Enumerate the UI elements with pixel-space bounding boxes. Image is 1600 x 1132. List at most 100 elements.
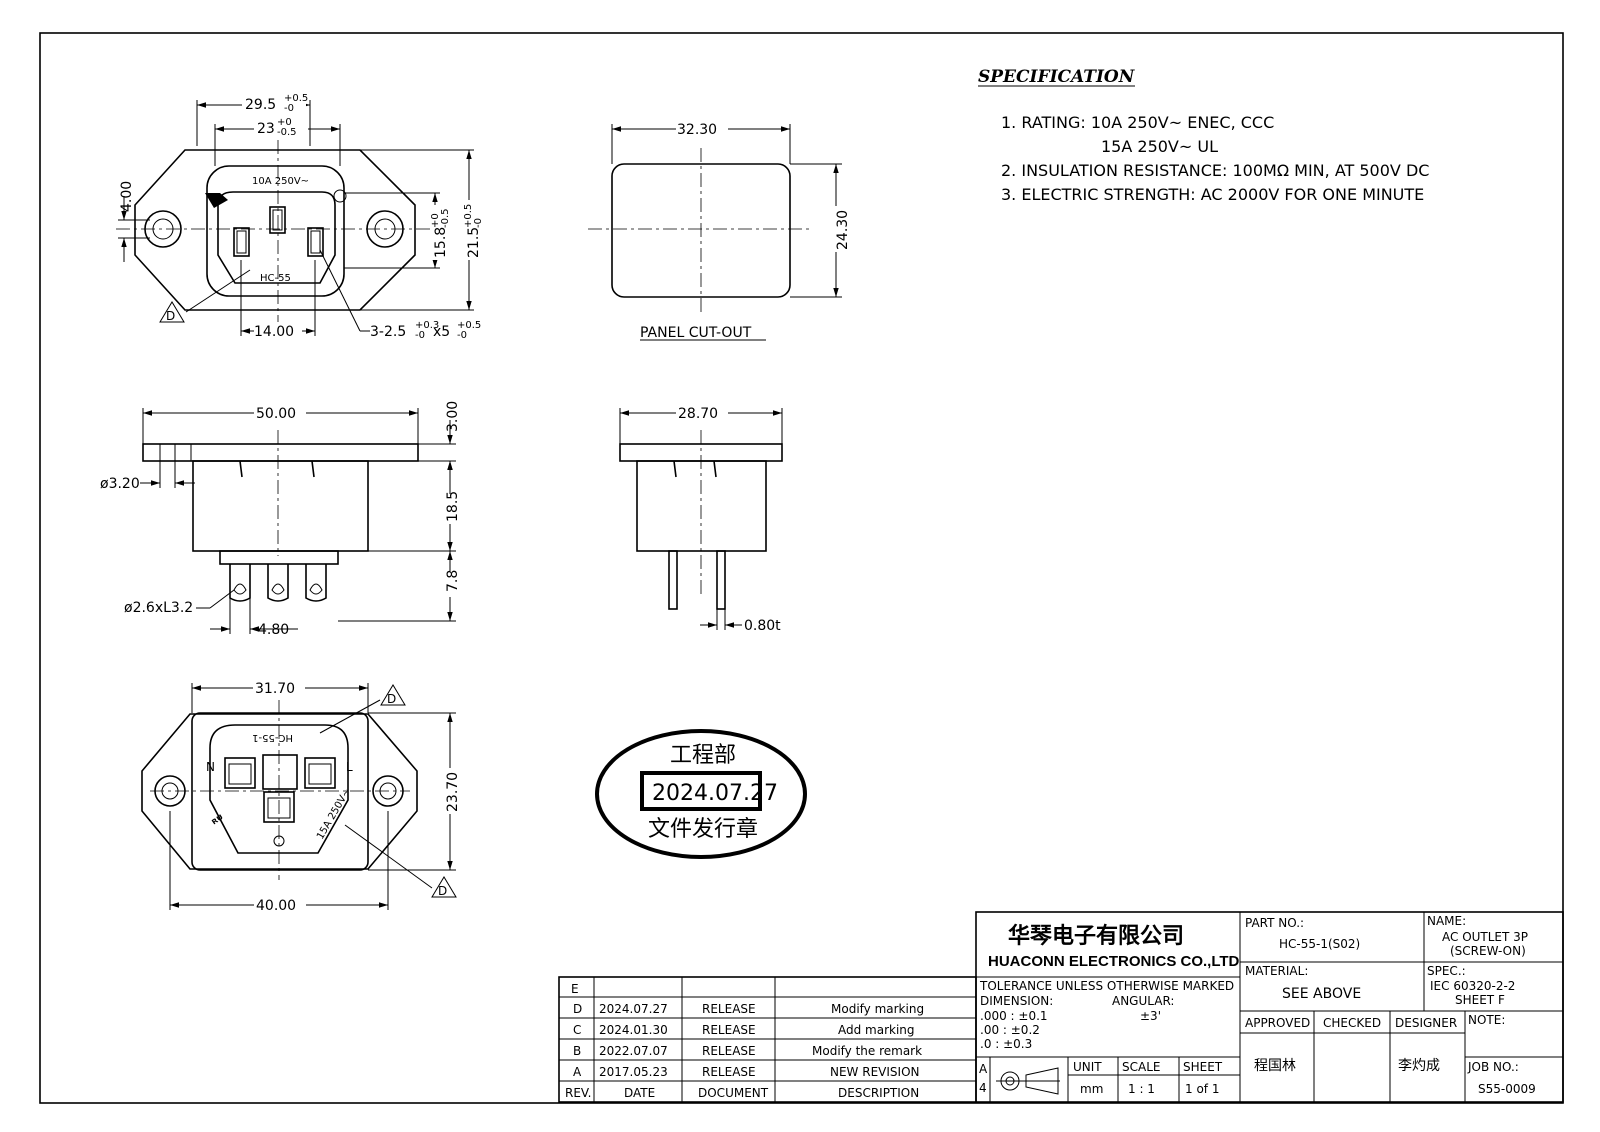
rev-row-d-desc: Modify marking (831, 1002, 924, 1016)
rear-height: 23.70 (445, 772, 461, 812)
tol-angular: ANGULAR: (1112, 994, 1174, 1008)
approved-by: 程国林 (1254, 1058, 1296, 1074)
side2-width: 28.70 (678, 406, 718, 422)
sheet-size-a: A (979, 1062, 988, 1076)
svg-text:+0.3: +0.3 (415, 320, 439, 331)
front-rating-mark: 10A 250V~ (252, 176, 309, 187)
panel-cutout-view: 32.30 24.30 PANEL CUT-OUT (588, 121, 851, 341)
rev-row-c-date: 2024.01.30 (599, 1023, 668, 1037)
spec-item-2: 2. INSULATION RESISTANCE: 100MΩ MIN, AT … (1001, 161, 1429, 180)
release-stamp: 工程部 2024.07.27 文件发行章 (595, 729, 807, 859)
name-line-2: (SCREW-ON) (1450, 944, 1526, 958)
material-value: SEE ABOVE (1282, 986, 1361, 1002)
rear-view: HC-55-1 N L 15A 250V~ ᴿᵁ 31.70 23.70 40.… (141, 680, 461, 914)
rev-header-rev: REV. (565, 1086, 591, 1100)
rear-mark-n: N (206, 760, 215, 774)
rear-rev-flag-bottom: D (438, 884, 447, 898)
rev-row-d-date: 2024.07.27 (599, 1002, 668, 1016)
svg-text:-0: -0 (415, 330, 425, 341)
side-pin-length: 7.8 (445, 570, 461, 592)
rev-row-b-desc: Modify the remark (812, 1044, 922, 1058)
name-line-1: AC OUTLET 3P (1442, 930, 1528, 944)
unit-value: mm (1080, 1082, 1103, 1096)
svg-text:+0.5: +0.5 (463, 204, 474, 228)
rev-row-a-rev: A (573, 1065, 582, 1079)
tol-1dec: .0 : ±0.3 (980, 1037, 1032, 1051)
cutout-width: 32.30 (677, 122, 717, 138)
rev-header-date: DATE (624, 1086, 655, 1100)
rev-row-a-doc: RELEASE (702, 1065, 756, 1079)
svg-text:+0.5: +0.5 (457, 320, 481, 331)
side-view-2: 28.70 0.80t (619, 405, 783, 634)
job-no-label: JOB NO.: (1467, 1060, 1519, 1074)
rear-model-mark: HC-55-1 (252, 732, 293, 743)
dim-front-height-inner: 15.8 (433, 227, 449, 258)
company-name-cn: 华琴电子有限公司 (1008, 923, 1184, 949)
tol-3dec: .000 : ±0.1 (980, 1009, 1048, 1023)
spec-title: SPECIFICATION (978, 67, 1136, 87)
front-rev-flag: D (166, 309, 175, 323)
unit-label: UNIT (1073, 1060, 1102, 1074)
approved-label: APPROVED (1245, 1016, 1310, 1030)
stamp-date: 2024.07.27 (652, 781, 778, 806)
dim-slot-size: 3-2.5 (370, 324, 406, 340)
rev-header-desc: DESCRIPTION (838, 1086, 919, 1100)
part-no: HC-55-1(S02) (1279, 937, 1360, 951)
pin-thickness: 0.80t (744, 618, 781, 634)
rear-width: 31.70 (255, 681, 295, 697)
cutout-label: PANEL CUT-OUT (640, 325, 752, 341)
dim-pin-spacing: 14.00 (254, 324, 294, 340)
rev-row-c-doc: RELEASE (702, 1023, 756, 1037)
svg-text:-0: -0 (473, 218, 484, 228)
rear-rev-flag-top: D (387, 692, 396, 706)
sheet-label: SHEET (1183, 1060, 1223, 1074)
rev-row-b-date: 2022.07.07 (599, 1044, 668, 1058)
material-label: MATERIAL: (1245, 964, 1308, 978)
rev-row-c-desc: Add marking (838, 1023, 915, 1037)
rev-header-doc: DOCUMENT (698, 1086, 769, 1100)
side-flange: 3.00 (445, 401, 461, 432)
rev-row-b-doc: RELEASE (702, 1044, 756, 1058)
tol-dimension: DIMENSION: (980, 994, 1053, 1008)
company-name-en: HUACONN ELECTRONICS CO.,LTD (988, 953, 1240, 970)
rear-mark-l: L (346, 760, 353, 774)
tol-angular-value: ±3' (1140, 1009, 1161, 1023)
spec-line-1: IEC 60320-2-2 (1430, 979, 1515, 993)
enec-mark-icon (333, 189, 347, 203)
scale-value: 1 : 1 (1128, 1082, 1155, 1096)
tol-title: TOLERANCE UNLESS OTHERWISE MARKED (979, 979, 1234, 993)
revision-table: E D 2024.07.27 RELEASE Modify marking C … (558, 976, 977, 1103)
job-no: S55-0009 (1478, 1082, 1536, 1096)
part-no-label: PART NO.: (1245, 916, 1304, 930)
scale-label: SCALE (1122, 1060, 1160, 1074)
spec-item-1: 1. RATING: 10A 250V~ ENEC, CCC (1001, 113, 1274, 132)
spec-line-2: SHEET F (1455, 993, 1505, 1007)
dim-front-offset: 4.00 (119, 181, 135, 212)
dim-front-width: 29.5 (245, 97, 276, 113)
svg-text:+0: +0 (430, 213, 441, 228)
note-label: NOTE: (1468, 1013, 1505, 1027)
svg-text:-0.5: -0.5 (440, 208, 451, 228)
svg-text:-0: -0 (457, 330, 467, 341)
rev-row-a-date: 2017.05.23 (599, 1065, 668, 1079)
projection-symbol-icon (996, 1067, 1060, 1095)
rear-overall: 40.00 (256, 898, 296, 914)
tol-2dec: .00 : ±0.2 (980, 1023, 1040, 1037)
rev-row-c-rev: C (573, 1023, 581, 1037)
spec-item-3: 3. ELECTRIC STRENGTH: AC 2000V FOR ONE M… (1001, 185, 1424, 204)
side-hole-dia: ø3.20 (100, 476, 140, 492)
rev-row-d-rev: D (573, 1002, 582, 1016)
side-view: 50.00 3.00 18.5 7.8 ø3.20 ø2.6xL3.2 (100, 401, 461, 638)
sheet-border (39, 32, 1564, 1104)
cutout-height: 24.30 (835, 210, 851, 250)
svg-text:+0.5: +0.5 (284, 93, 308, 104)
svg-text:-0: -0 (284, 103, 294, 114)
svg-text:x5: x5 (433, 324, 450, 340)
front-model-mark: HC-55 (260, 273, 291, 284)
stamp-dept: 工程部 (670, 743, 736, 768)
front-view: 10A 250V~ HC-55 29.5 +0.5 -0 23 +0 -0.5 … (116, 93, 484, 341)
pin-hole-dim: ø2.6xL3.2 (124, 600, 193, 616)
dim-front-inner: 23 (257, 121, 275, 137)
rev-row-d-doc: RELEASE (702, 1002, 756, 1016)
dim-front-height: 21.5 (466, 227, 482, 258)
